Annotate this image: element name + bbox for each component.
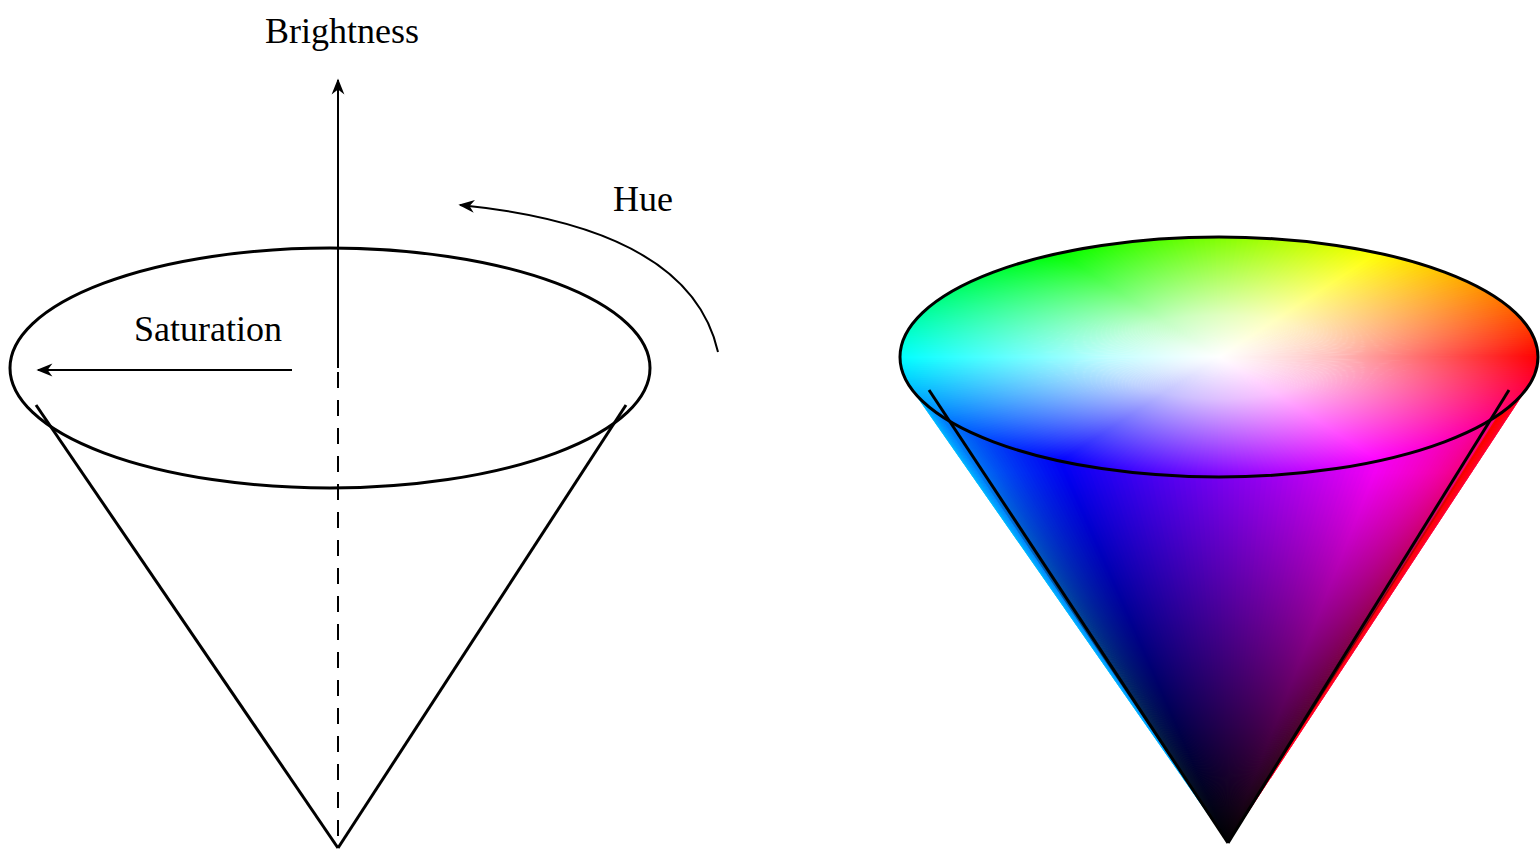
axis-label: Brightness <box>265 12 419 52</box>
cone-top-white <box>900 237 1538 477</box>
outline-cone <box>10 80 718 848</box>
colour-cone-top <box>900 237 1538 477</box>
colour-cone-outline <box>900 237 1538 843</box>
axis-label: Hue <box>613 180 673 220</box>
axis-label: Saturation <box>134 310 282 350</box>
